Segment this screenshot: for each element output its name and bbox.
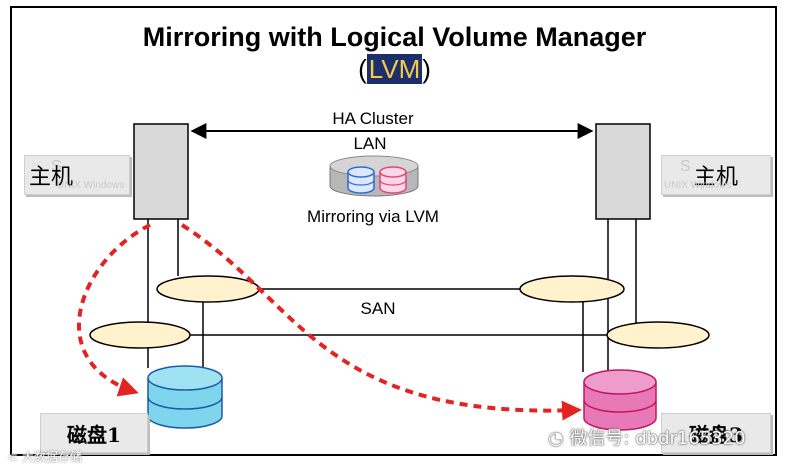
- host-right-ghost-bottom: UNIX Windows: [664, 180, 732, 191]
- host-left-ghost-top: S: [51, 158, 62, 175]
- corner-watermark-icon: ⊂: [8, 450, 22, 464]
- wechat-watermark-text: 微信号: dbdr165320: [569, 428, 746, 449]
- subtitle-open-paren: (: [358, 54, 367, 84]
- host-right-ghost-top: S: [680, 158, 691, 175]
- san-switch-right-bottom: [606, 321, 710, 349]
- disk-left-icon: [147, 365, 223, 429]
- san-switch-left-top: [156, 275, 260, 303]
- subtitle-lvm-highlight: LVM: [366, 54, 423, 84]
- host-right-label: 主机: [693, 165, 738, 190]
- mirroring-label: Mirroring via LVM: [307, 207, 439, 226]
- mirror-path-to-disk1: [76, 223, 151, 397]
- host-left-label: 主机: [28, 165, 73, 190]
- disk-left-label: 磁盘1: [40, 413, 148, 453]
- host-right-box: [595, 123, 651, 220]
- host-left-label-box: S 主机 UNIX Windows: [24, 155, 130, 195]
- mirror-cylinder-red: [379, 166, 407, 194]
- wechat-watermark: ◔ 微信号: dbdr165320: [548, 424, 746, 450]
- disk-right-icon: [583, 369, 657, 431]
- wechat-icon: ◔: [548, 428, 570, 449]
- san-switch-right-top: [519, 275, 625, 303]
- san-label: SAN: [360, 299, 396, 318]
- mirroring-disk-icon: [329, 155, 419, 197]
- host-left-ghost-bottom: UNIX Windows: [57, 180, 125, 191]
- corner-watermark-text: 大数据存储: [21, 450, 82, 464]
- lan-label: LAN: [353, 134, 387, 153]
- subtitle-close-paren: ): [422, 54, 431, 84]
- corner-watermark: ⊂ 大数据存储: [8, 448, 82, 465]
- disk-right-label: 磁盘3: [661, 413, 771, 453]
- host-left-box: [133, 123, 189, 220]
- outer-frame: [10, 6, 777, 456]
- ha-cluster-label: HA Cluster: [332, 109, 414, 128]
- host-right-label-box: S 主机 UNIX Windows: [661, 155, 771, 195]
- diagram-subtitle: (LVM): [0, 54, 789, 85]
- san-switch-left-bottom: [89, 321, 191, 349]
- mirror-cylinder-blue: [347, 166, 375, 194]
- diagram-title: Mirroring with Logical Volume Manager: [142, 22, 647, 52]
